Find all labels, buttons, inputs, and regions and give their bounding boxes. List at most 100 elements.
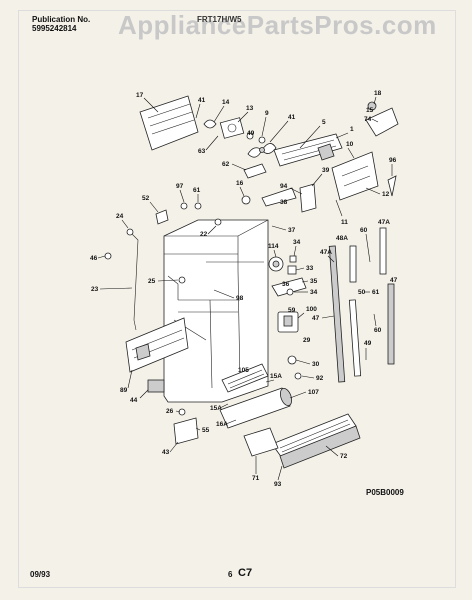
callout-label: 24	[116, 213, 124, 220]
callout-label: 22	[200, 231, 208, 238]
callout-label: 5	[322, 119, 326, 126]
callout-label: 47	[390, 277, 398, 284]
callout-label: 16A	[216, 421, 228, 428]
screw	[104, 252, 112, 260]
drain-tube	[387, 175, 397, 197]
toe-grille	[243, 413, 361, 469]
callout-label: 93	[274, 481, 282, 488]
callout-label: 74	[364, 116, 372, 123]
callout-label: 47A	[378, 219, 390, 226]
callout-label: 49	[364, 340, 372, 347]
callout-label: 60	[360, 227, 368, 234]
callout-label: 41	[198, 97, 206, 104]
control-knob-center	[272, 260, 280, 268]
callout-label: 62	[222, 161, 230, 168]
screw	[180, 202, 188, 210]
screw	[294, 372, 302, 380]
callout-label: 29	[303, 337, 311, 344]
bushing	[287, 265, 297, 275]
screw	[286, 288, 294, 296]
callout-label: 1	[350, 126, 354, 133]
callout-label: 15	[366, 107, 374, 114]
door-strip	[387, 283, 395, 365]
callout-label: 44	[130, 397, 138, 404]
callout-label: 71	[252, 475, 260, 482]
page-frame	[18, 10, 456, 588]
callout-label: 25	[148, 278, 156, 285]
cabinet-outline	[163, 219, 269, 403]
callout-label: 26	[166, 408, 174, 415]
callout-label: 10	[346, 141, 354, 148]
callout-label: 18	[374, 90, 382, 97]
tube-fitting	[126, 228, 134, 236]
callout-label: 9	[265, 110, 269, 117]
callout-label: 47A	[320, 249, 332, 256]
condenser-tube	[219, 387, 293, 429]
callout-label: 48A	[336, 235, 348, 242]
hinge-cover	[155, 209, 169, 225]
callout-label: 33	[306, 265, 314, 272]
callout-label: 55	[202, 427, 210, 434]
callout-label: 15A	[270, 373, 282, 380]
callout-label: 89	[120, 387, 128, 394]
callout-label: 61	[372, 289, 380, 296]
drawing-id: P05B0009	[366, 488, 404, 497]
callout-label: 97	[176, 183, 184, 190]
door-strip	[379, 227, 387, 275]
footer-page-number: 6	[228, 570, 233, 579]
callout-label: 92	[316, 375, 324, 382]
callout-label: 52	[142, 195, 150, 202]
switch-button	[283, 315, 293, 327]
screw	[287, 355, 297, 365]
door-strip	[348, 299, 362, 377]
publication-label: Publication No.	[32, 15, 91, 24]
callout-label: 47	[312, 315, 320, 322]
callout-label: 59	[288, 307, 296, 314]
light-socket	[203, 119, 266, 144]
model-number: FRT17H/W5	[197, 15, 242, 24]
kick-plate	[125, 317, 189, 373]
callout-label: 63	[198, 148, 206, 155]
publication-number: 5995242814	[32, 24, 77, 33]
spacer	[289, 255, 297, 263]
callout-label: 41	[288, 114, 296, 121]
callout-label: 49	[247, 130, 255, 137]
control-cover	[139, 95, 199, 151]
callout-label: 36	[282, 281, 290, 288]
hinge-plate	[271, 277, 307, 297]
callout-label: 14	[222, 99, 230, 106]
footer-date: 09/93	[30, 570, 51, 579]
callout-labels: 17 41 14 13 49 9 41 5 18 15 74 1 10 96	[90, 90, 398, 488]
callout-label: 15A	[210, 405, 222, 412]
callout-label: 107	[308, 389, 319, 396]
callout-label: 17	[136, 92, 144, 99]
callout-label: 114	[268, 243, 279, 250]
callout-label: 35	[310, 278, 318, 285]
thermostat-control	[219, 117, 245, 139]
callout-label: 34	[293, 239, 301, 246]
callout-label: 37	[288, 227, 296, 234]
callout-label: 43	[162, 449, 170, 456]
callout-label: 23	[91, 286, 99, 293]
footer-section: C7	[238, 567, 253, 579]
callout-label: 12	[382, 191, 390, 198]
callout-label: 11	[341, 219, 348, 226]
callout-label: 50	[358, 289, 366, 296]
callout-label: 34	[310, 289, 318, 296]
callout-label: 30	[312, 361, 320, 368]
callout-label: 105	[238, 367, 249, 374]
callout-label: 46	[90, 255, 98, 262]
callout-label: 61	[193, 187, 201, 194]
callout-label: 39	[322, 167, 330, 174]
air-damper	[243, 163, 267, 179]
damper-housing	[299, 183, 317, 213]
mounting-bracket	[331, 151, 379, 201]
control-knob-bracket	[261, 187, 297, 207]
compressor-relay	[147, 379, 165, 393]
evaporator-cover	[273, 133, 343, 167]
callout-label: 100	[306, 306, 317, 313]
callout-label: 94	[280, 183, 288, 190]
door-strip	[349, 245, 357, 283]
